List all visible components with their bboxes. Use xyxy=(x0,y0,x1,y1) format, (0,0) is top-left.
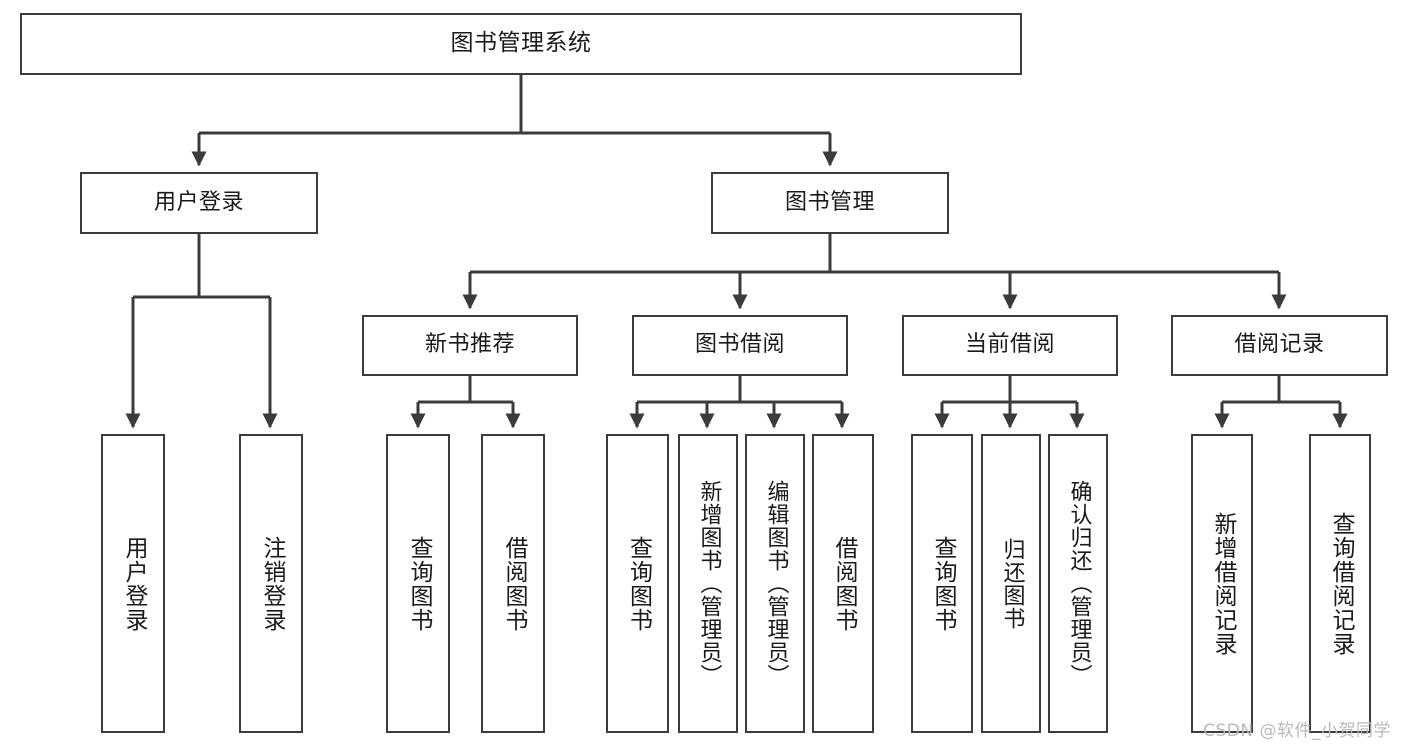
leaf-book-borrow-borrow-book[interactable]: 借阅图书 xyxy=(812,434,874,733)
leaf-borrow-record-query-record[interactable]: 查询借阅记录 xyxy=(1309,434,1371,733)
leaf-new-book-borrow-book[interactable]: 借阅图书 xyxy=(481,434,545,733)
node-label: 新增借阅记录 xyxy=(1209,511,1236,656)
node-label: 图书管理系统 xyxy=(450,30,592,57)
leaf-new-book-query-book[interactable]: 查询图书 xyxy=(386,434,450,733)
node-label: 当前借阅 xyxy=(964,332,1055,358)
node-label: 借阅记录 xyxy=(1234,332,1325,358)
leaf-current-borrow-return-book[interactable]: 归还图书 xyxy=(981,434,1041,733)
node-label: 查询图书 xyxy=(929,535,956,632)
node-label: 查询图书 xyxy=(625,535,652,632)
leaf-book-borrow-query-book[interactable]: 查询图书 xyxy=(606,434,669,733)
node-current-borrow[interactable]: 当前借阅 xyxy=(902,315,1118,376)
node-label: 查询借阅记录 xyxy=(1327,511,1354,656)
node-label: 查询图书 xyxy=(405,535,432,632)
node-label: 图书管理 xyxy=(784,189,875,215)
leaf-user-login-logout[interactable]: 注销登录 xyxy=(239,434,303,733)
node-root-book-management-system[interactable]: 图书管理系统 xyxy=(20,13,1022,75)
leaf-current-borrow-confirm-return-admin[interactable]: 确认归还（管理员） xyxy=(1048,434,1108,733)
node-label: 确认归还（管理员） xyxy=(1066,480,1092,687)
node-label: 注销登录 xyxy=(258,535,285,632)
node-borrow-record[interactable]: 借阅记录 xyxy=(1171,315,1388,376)
node-label: 编辑图书（管理员） xyxy=(763,480,789,687)
leaf-book-borrow-edit-book-admin[interactable]: 编辑图书（管理员） xyxy=(745,434,805,733)
node-label: 图书借阅 xyxy=(694,332,785,358)
node-label: 用户登录 xyxy=(153,189,244,215)
leaf-current-borrow-query-book[interactable]: 查询图书 xyxy=(911,434,973,733)
node-label: 新增图书（管理员） xyxy=(696,480,722,687)
node-label: 新书推荐 xyxy=(424,332,515,358)
csdn-watermark: CSDN @软件_小贺同学 xyxy=(1203,721,1391,741)
node-label: 归还图书 xyxy=(999,537,1025,630)
node-label: 借阅图书 xyxy=(830,535,857,632)
node-book-management[interactable]: 图书管理 xyxy=(711,172,949,234)
node-label: 借阅图书 xyxy=(500,535,527,632)
leaf-user-login-login[interactable]: 用户登录 xyxy=(101,434,165,733)
leaf-book-borrow-add-book-admin[interactable]: 新增图书（管理员） xyxy=(678,434,738,733)
node-user-login[interactable]: 用户登录 xyxy=(80,172,318,234)
node-new-book-recommend[interactable]: 新书推荐 xyxy=(362,315,578,376)
node-label: 用户登录 xyxy=(120,535,147,632)
node-book-borrow[interactable]: 图书借阅 xyxy=(632,315,848,376)
leaf-borrow-record-add-record[interactable]: 新增借阅记录 xyxy=(1191,434,1253,733)
